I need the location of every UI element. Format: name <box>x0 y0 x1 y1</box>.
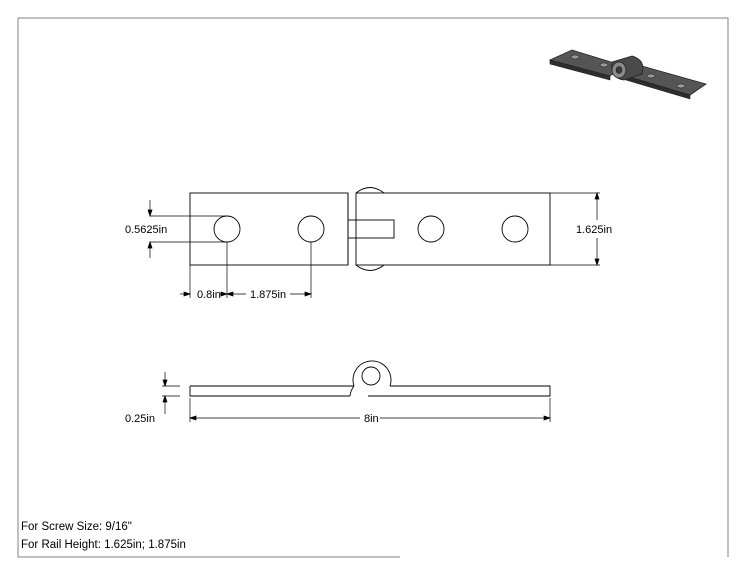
length-label: 8in <box>364 413 379 425</box>
screw-hole <box>417 215 445 243</box>
edge-offset-label: 0.8in <box>197 289 221 301</box>
isometric-view <box>548 49 707 100</box>
iso-hole <box>599 62 609 68</box>
hole-spacing-label: 1.875in <box>250 289 286 301</box>
knuckle-bottom-bump <box>355 264 385 271</box>
front-view <box>189 187 551 271</box>
sheet-border <box>17 17 729 558</box>
thickness-label: 0.25in <box>125 413 155 425</box>
iso-pin-icon <box>615 66 623 74</box>
screw-hole <box>297 215 325 243</box>
hole-diameter-label: 0.5625in <box>125 224 167 236</box>
front-view-dimensions <box>147 191 600 298</box>
side-left-leaf <box>189 385 354 397</box>
right-plate-outline <box>355 192 551 266</box>
screw-hole <box>213 215 241 243</box>
iso-hole <box>646 73 656 79</box>
rail-height-note: For Rail Height: 1.625in; 1.875in <box>21 539 186 551</box>
iso-hole <box>676 83 686 89</box>
side-knuckle-outer <box>352 360 392 387</box>
knuckle-barrel <box>347 219 395 239</box>
screw-hole <box>501 215 529 243</box>
iso-hole <box>570 54 580 60</box>
side-pin-hole <box>361 366 381 386</box>
side-view-dimensions <box>162 372 552 422</box>
side-right-leaf <box>368 385 551 397</box>
rail-height-label: 1.625in <box>576 224 612 236</box>
knuckle-top-bump <box>355 187 385 194</box>
side-knuckle-curl <box>349 385 355 397</box>
screw-size-note: For Screw Size: 9/16" <box>21 521 132 533</box>
iso-left-leaf-side <box>549 59 611 81</box>
side-view <box>189 360 551 397</box>
